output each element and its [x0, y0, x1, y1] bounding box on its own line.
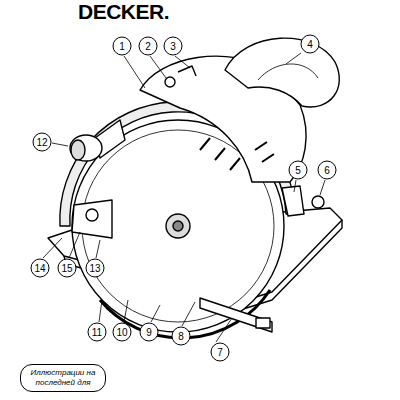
callout-number: 8 — [172, 327, 191, 346]
callout-number: 12 — [33, 133, 52, 152]
callout-number: 9 — [140, 323, 159, 342]
vents — [200, 138, 274, 170]
note-text: Иллюстрации на последней для — [27, 368, 99, 388]
callout-number: 1 — [113, 37, 132, 56]
callout-number: 2 — [139, 37, 158, 56]
lock-button — [165, 77, 175, 87]
callout-number: 7 — [211, 343, 230, 362]
rip-fence — [200, 298, 272, 332]
bevel-knob — [86, 209, 98, 221]
callout-number: 13 — [86, 259, 105, 278]
callout-number: 15 — [58, 259, 77, 278]
callout-number: 14 — [31, 259, 50, 278]
blade-bolt — [173, 221, 183, 231]
front-knob — [70, 135, 102, 161]
callout-number: 5 — [289, 161, 308, 180]
callout-number: 4 — [301, 35, 320, 54]
fence-grip — [256, 318, 270, 328]
depth-lever — [312, 196, 324, 208]
callout-number: 11 — [88, 323, 107, 342]
handle-grip — [258, 64, 318, 80]
brand-logo: DECKER. — [78, 0, 169, 24]
callout-number: 3 — [164, 37, 183, 56]
callout-number: 6 — [318, 161, 337, 180]
depth-bracket — [282, 186, 304, 216]
switch — [178, 66, 196, 76]
note-box: Иллюстрации на последней для — [20, 364, 106, 392]
callout-number: 10 — [113, 323, 132, 342]
main-handle — [225, 38, 339, 107]
blade-arbor — [166, 214, 190, 238]
knob-face — [71, 140, 85, 160]
leader-lines — [43, 53, 325, 342]
bevel-bracket — [72, 200, 112, 238]
